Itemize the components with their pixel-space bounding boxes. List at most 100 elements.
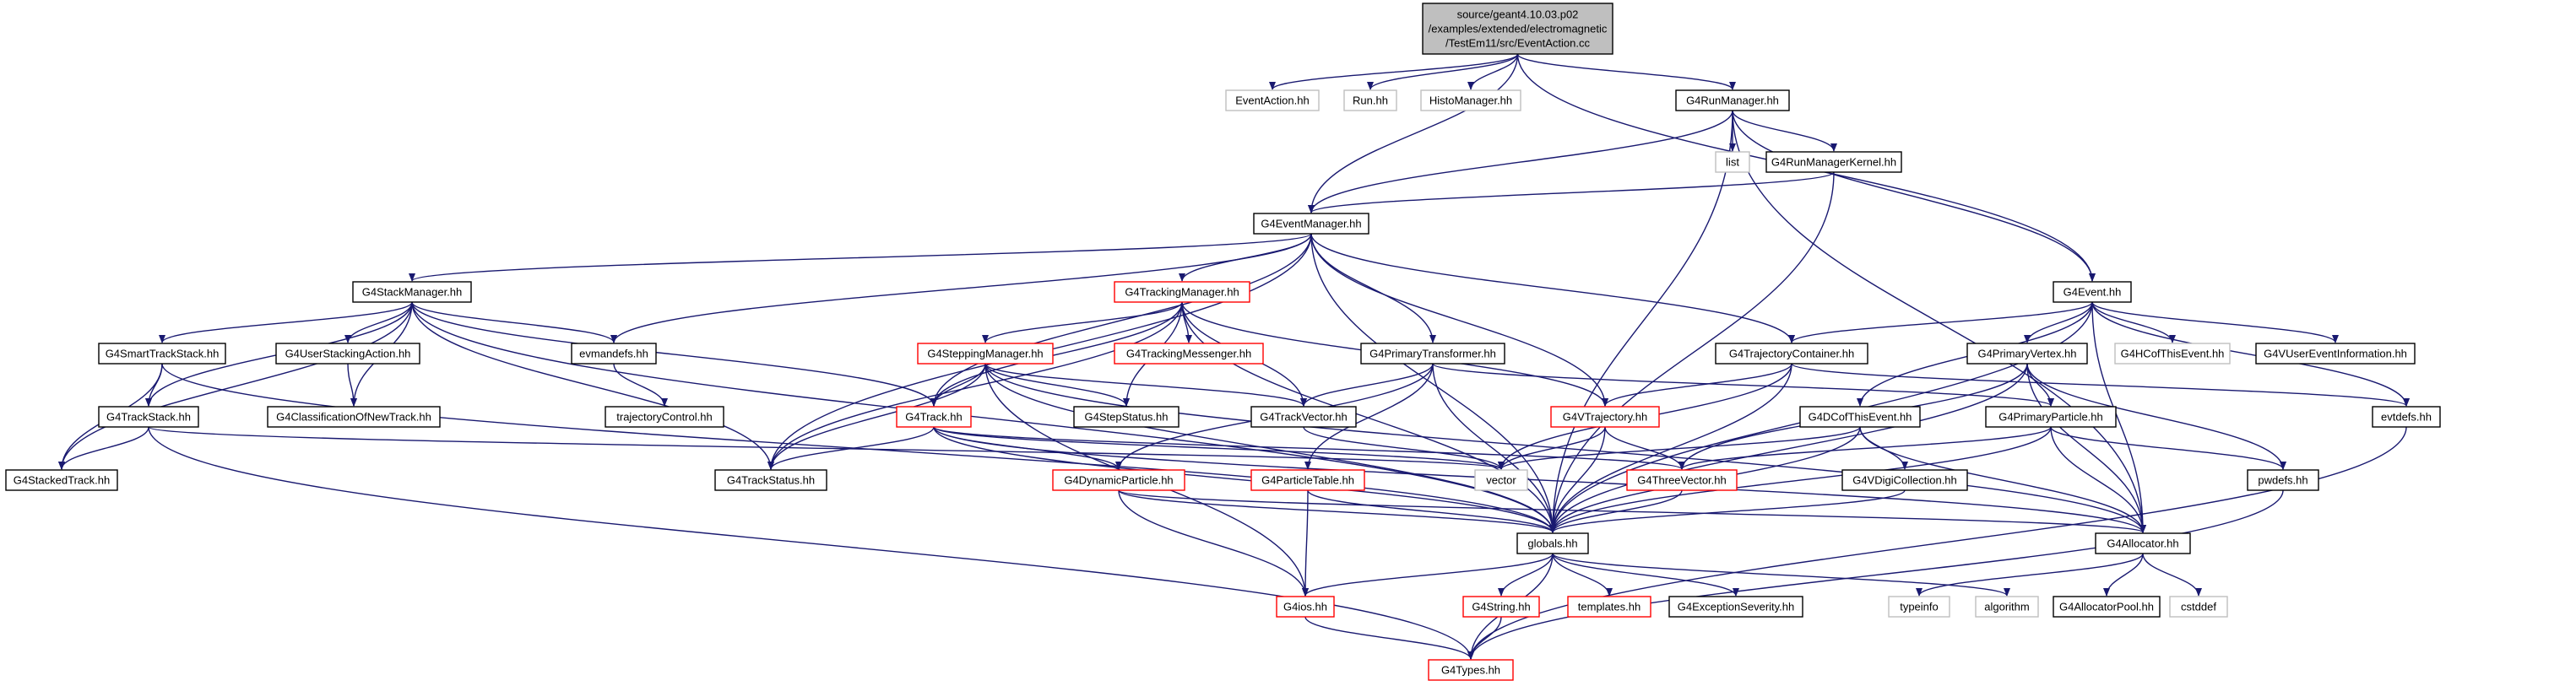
node-label: G4PrimaryTransformer.hh (1369, 348, 1496, 360)
node-g4allocator-hh[interactable]: G4Allocator.hh (2095, 532, 2191, 554)
node-g4primarytransformer-hh[interactable]: G4PrimaryTransformer.hh (1360, 343, 1505, 365)
edge-g4eventmanager_hh-to-evmandefs_hh (610, 233, 1312, 343)
node-label: HistoManager.hh (1429, 95, 1512, 107)
node-g4trajectorycontainer-hh[interactable]: G4TrajectoryContainer.hh (1715, 343, 1868, 365)
node-label: G4TrackingManager.hh (1125, 286, 1239, 299)
edge-g4trackvector_hh-to-vector (1303, 426, 1505, 470)
node-cstddef[interactable]: cstddef (2169, 596, 2228, 618)
node-g4trackingmanager-hh[interactable]: G4TrackingManager.hh (1114, 281, 1250, 303)
node-list[interactable]: list (1715, 151, 1750, 173)
node-pwdefs-hh[interactable]: pwdefs.hh (2247, 469, 2319, 491)
node-trajectorycontrol-hh[interactable]: trajectoryControl.hh (605, 406, 724, 428)
edge-g4allocator_hh-to-typeinfo (1916, 553, 2144, 597)
node-label: cstddef (2181, 601, 2216, 613)
node-box (267, 406, 441, 428)
edge-g4dynamicparticle_hh-to-g4ios_hh (1118, 489, 1309, 597)
node-g4dcofthisevent-hh[interactable]: G4DCofThisEvent.hh (1799, 406, 1921, 428)
node-typeinfo[interactable]: typeinfo (1888, 596, 1950, 618)
edge-g4track_hh-to-vector (933, 426, 1505, 470)
edge-g4primaryparticle_hh-to-g4threevector_hh (1678, 426, 2052, 470)
edge-root-to-eventaction_hh (1269, 53, 1519, 90)
node-g4stackmanager-hh[interactable]: G4StackManager.hh (352, 281, 472, 303)
node-label: vector (1486, 474, 1516, 487)
node-box (714, 469, 827, 491)
node-g4ios-hh[interactable]: G4ios.hh (1276, 596, 1335, 618)
node-label: G4EventManager.hh (1261, 218, 1361, 230)
node-box (896, 406, 972, 428)
node-eventaction-hh[interactable]: EventAction.hh (1225, 89, 1320, 111)
node-g4runmanager-hh[interactable]: G4RunManager.hh (1675, 89, 1790, 111)
edge-g4stackmanager_hh-to-g4smarttrackstack_hh (159, 301, 413, 343)
edge-evmandefs_hh-to-trajectorycontrol_hh (613, 363, 668, 407)
node-g4userstackingaction-hh[interactable]: G4UserStackingAction.hh (275, 343, 420, 365)
node-g4vusereventinformation-hh[interactable]: G4VUserEventInformation.hh (2255, 343, 2416, 365)
node-g4particletable-hh[interactable]: G4ParticleTable.hh (1250, 469, 1365, 491)
edge-g4runmanager_hh-to-g4eventmanager_hh (1308, 110, 1733, 213)
node-box (1250, 406, 1357, 428)
edge-g4track_hh-to-g4trackstatus_hh (767, 426, 935, 470)
node-box (1052, 469, 1185, 491)
node-label: evmandefs.hh (579, 348, 648, 360)
node-label: G4TrackingMessenger.hh (1126, 348, 1251, 360)
node-label: pwdefs.hh (2258, 474, 2308, 487)
node-g4track-hh[interactable]: G4Track.hh (896, 406, 972, 428)
node-g4primaryvertex-hh[interactable]: G4PrimaryVertex.hh (1966, 343, 2088, 365)
node-g4hcofthisevent-hh[interactable]: G4HCofThisEvent.hh (2114, 343, 2231, 365)
node-algorithm[interactable]: algorithm (1975, 596, 2039, 618)
node-label: G4StackManager.hh (362, 286, 463, 299)
node-vector[interactable]: vector (1474, 469, 1528, 491)
node-run-hh[interactable]: Run.hh (1343, 89, 1397, 111)
node-g4string-hh[interactable]: G4String.hh (1462, 596, 1540, 618)
edge-g4vtrajectory_hh-to-vector (1498, 426, 1606, 470)
node-histomanager-hh[interactable]: HistoManager.hh (1420, 89, 1521, 111)
node-g4primaryparticle-hh[interactable]: G4PrimaryParticle.hh (1985, 406, 2117, 428)
edge-g4primarytransformer_hh-to-g4trackvector_hh (1300, 363, 1434, 407)
node-box (2095, 532, 2191, 554)
node-box (2053, 281, 2132, 303)
node-g4event-hh[interactable]: G4Event.hh (2053, 281, 2132, 303)
node-g4allocatorpool-hh[interactable]: G4AllocatorPool.hh (2053, 596, 2161, 618)
node-label: G4StepStatus.hh (1084, 411, 1168, 424)
edge-g4dynamicparticle_hh-to-globals_hh (1118, 489, 1556, 533)
node-root[interactable]: source/geant4.10.03.p02/examples/extende… (1422, 3, 1613, 55)
node-g4trackvector-hh[interactable]: G4TrackVector.hh (1250, 406, 1357, 428)
node-label: G4DynamicParticle.hh (1064, 474, 1173, 487)
node-g4stepstatus-hh[interactable]: G4StepStatus.hh (1073, 406, 1180, 428)
node-label: G4ThreeVector.hh (1637, 474, 1727, 487)
node-label: G4Event.hh (2064, 286, 2122, 299)
node-box (1715, 343, 1868, 365)
node-g4vdigicollection-hh[interactable]: G4VDigiCollection.hh (1841, 469, 1968, 491)
edge-g4trackingmanager_hh-to-g4track_hh (930, 301, 1183, 407)
node-g4trackstack-hh[interactable]: G4TrackStack.hh (98, 406, 199, 428)
node-evmandefs-hh[interactable]: evmandefs.hh (571, 343, 657, 365)
edge-globals_hh-to-g4string_hh (1498, 553, 1554, 597)
node-globals-hh[interactable]: globals.hh (1516, 532, 1589, 554)
node-label: G4SteppingManager.hh (927, 348, 1043, 360)
node-g4classificationofnewtrack-hh[interactable]: G4ClassificationOfNewTrack.hh (267, 406, 441, 428)
node-evtdefs-hh[interactable]: evtdefs.hh (2372, 406, 2441, 428)
edge-g4vdigicollection_hh-to-globals_hh (1549, 489, 1906, 533)
node-g4exceptionseverity-hh[interactable]: G4ExceptionSeverity.hh (1668, 596, 1803, 618)
node-g4types-hh[interactable]: G4Types.hh (1428, 659, 1514, 681)
node-box (98, 343, 226, 365)
node-box (1715, 151, 1750, 173)
node-g4trackingmessenger-hh[interactable]: G4TrackingMessenger.hh (1114, 343, 1264, 365)
node-g4stackedtrack-hh[interactable]: G4StackedTrack.hh (5, 469, 118, 491)
node-g4smarttrackstack-hh[interactable]: G4SmartTrackStack.hh (98, 343, 226, 365)
node-g4runmanagerkernel-hh[interactable]: G4RunManagerKernel.hh (1765, 151, 1902, 173)
node-templates-hh[interactable]: templates.hh (1567, 596, 1651, 618)
node-g4dynamicparticle-hh[interactable]: G4DynamicParticle.hh (1052, 469, 1185, 491)
node-g4vtrajectory-hh[interactable]: G4VTrajectory.hh (1550, 406, 1660, 428)
edge-g4primarytransformer_hh-to-g4primaryparticle_hh (1432, 363, 2054, 407)
node-box (98, 406, 199, 428)
node-box (571, 343, 657, 365)
node-g4steppingmanager-hh[interactable]: G4SteppingManager.hh (917, 343, 1054, 365)
node-g4threevector-hh[interactable]: G4ThreeVector.hh (1626, 469, 1738, 491)
node-label: G4ios.hh (1283, 601, 1327, 613)
node-label: G4TrackStack.hh (106, 411, 191, 424)
node-g4eventmanager-hh[interactable]: G4EventManager.hh (1253, 213, 1369, 235)
node-box (1474, 469, 1528, 491)
node-label: /TestEm11/src/EventAction.cc (1445, 37, 1590, 50)
node-g4trackstatus-hh[interactable]: G4TrackStatus.hh (714, 469, 827, 491)
